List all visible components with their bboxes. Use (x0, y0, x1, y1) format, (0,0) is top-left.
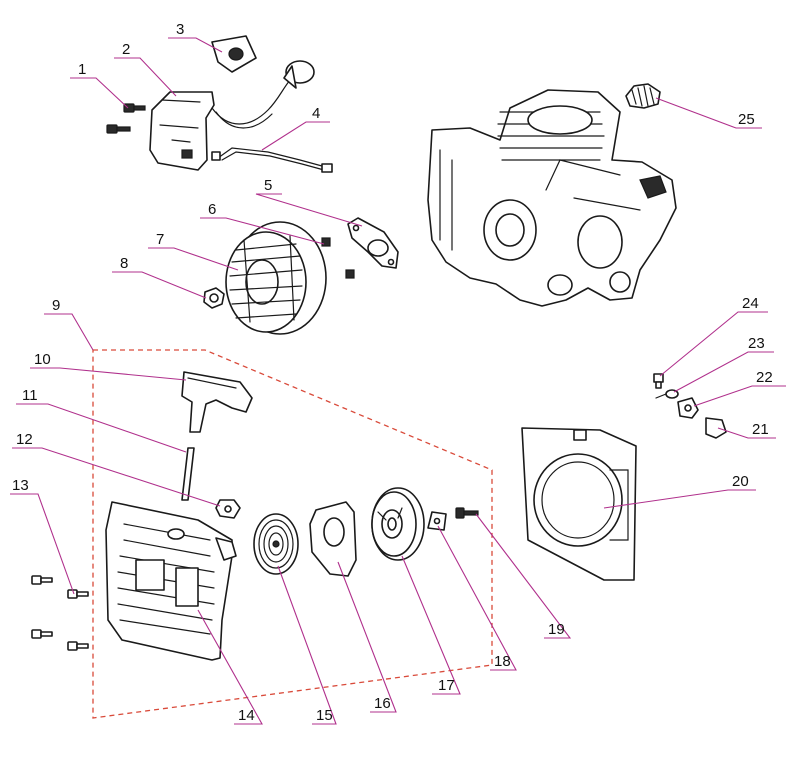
callout-10: 10 (34, 351, 51, 368)
callout-6: 6 (208, 201, 216, 218)
part-13-screws (31, 575, 89, 651)
part-24-screw (653, 373, 664, 389)
part-17-pulley (371, 487, 425, 561)
leader-18 (437, 525, 517, 671)
leader-5 (255, 193, 363, 227)
leader-1 (70, 77, 129, 109)
callout-24: 24 (742, 295, 759, 312)
leader-6 (200, 217, 325, 245)
callout-21: 21 (752, 421, 769, 438)
engine-crankcase (427, 89, 677, 307)
callout-23: 23 (748, 335, 765, 352)
callout-9: 9 (52, 297, 60, 314)
part-5-gasket (347, 217, 399, 269)
part-12-bushing (215, 499, 241, 519)
part-15-recoil-spring (253, 513, 299, 575)
leader-24 (659, 311, 768, 377)
leader-15 (277, 565, 337, 725)
part-16-spring-cover (309, 501, 357, 577)
part-8-nut (203, 287, 225, 309)
callout-4: 4 (312, 105, 320, 122)
part-19-screw (455, 507, 479, 519)
part-4-wire (211, 147, 333, 173)
part-11-rope (181, 447, 195, 501)
leader-lines (10, 37, 786, 725)
callout-3: 3 (176, 21, 184, 38)
callout-1: 1 (78, 61, 86, 78)
part-21-pawl (705, 417, 727, 439)
leader-10 (30, 367, 187, 381)
leader-16 (337, 561, 397, 713)
leader-20 (603, 489, 756, 509)
callout-5: 5 (264, 177, 272, 194)
part-2-ignition-coil (149, 60, 315, 171)
leader-4 (261, 121, 330, 151)
leader-13 (10, 493, 75, 595)
callout-19: 19 (548, 621, 565, 638)
leader-25 (655, 97, 762, 129)
part-6-screws (321, 237, 355, 279)
leader-11 (16, 403, 187, 453)
leader-8 (112, 271, 207, 299)
callout-13: 13 (12, 477, 29, 494)
leader-3 (168, 37, 223, 53)
leader-19 (475, 513, 572, 639)
leader-17 (401, 555, 461, 695)
part-1-screws (106, 103, 146, 134)
part-14-starter-housing (105, 501, 237, 661)
callout-12: 12 (16, 431, 33, 448)
part-10-starter-handle (181, 371, 253, 433)
leader-2 (114, 57, 177, 97)
leader-22 (693, 385, 786, 407)
callout-16: 16 (374, 695, 391, 712)
leader-21 (717, 427, 776, 439)
callout-8: 8 (120, 255, 128, 272)
callout-7: 7 (156, 231, 164, 248)
part-25-spring (625, 83, 661, 109)
part-18-washer (427, 511, 447, 531)
leader-23 (673, 351, 774, 393)
starter-group-outline (92, 349, 493, 719)
part-20-fan-cover (521, 427, 637, 581)
callout-17: 17 (438, 677, 455, 694)
callout-15: 15 (316, 707, 333, 724)
leader-9 (44, 313, 94, 351)
leader-7 (148, 247, 239, 271)
part-3-plug-cap (211, 35, 257, 73)
callout-20: 20 (732, 473, 749, 490)
leader-12 (12, 447, 221, 507)
callout-25: 25 (738, 111, 755, 128)
part-7-flywheel (225, 221, 327, 335)
callout-11: 11 (22, 387, 38, 404)
part-22-bushing (677, 397, 699, 419)
callout-22: 22 (756, 369, 773, 386)
callout-2: 2 (122, 41, 130, 58)
leader-14 (197, 609, 263, 725)
callout-18: 18 (494, 653, 511, 670)
callout-14: 14 (238, 707, 255, 724)
callout-labels: 1 2 3 4 5 6 7 8 9 10 11 12 13 14 15 16 1… (12, 21, 773, 724)
